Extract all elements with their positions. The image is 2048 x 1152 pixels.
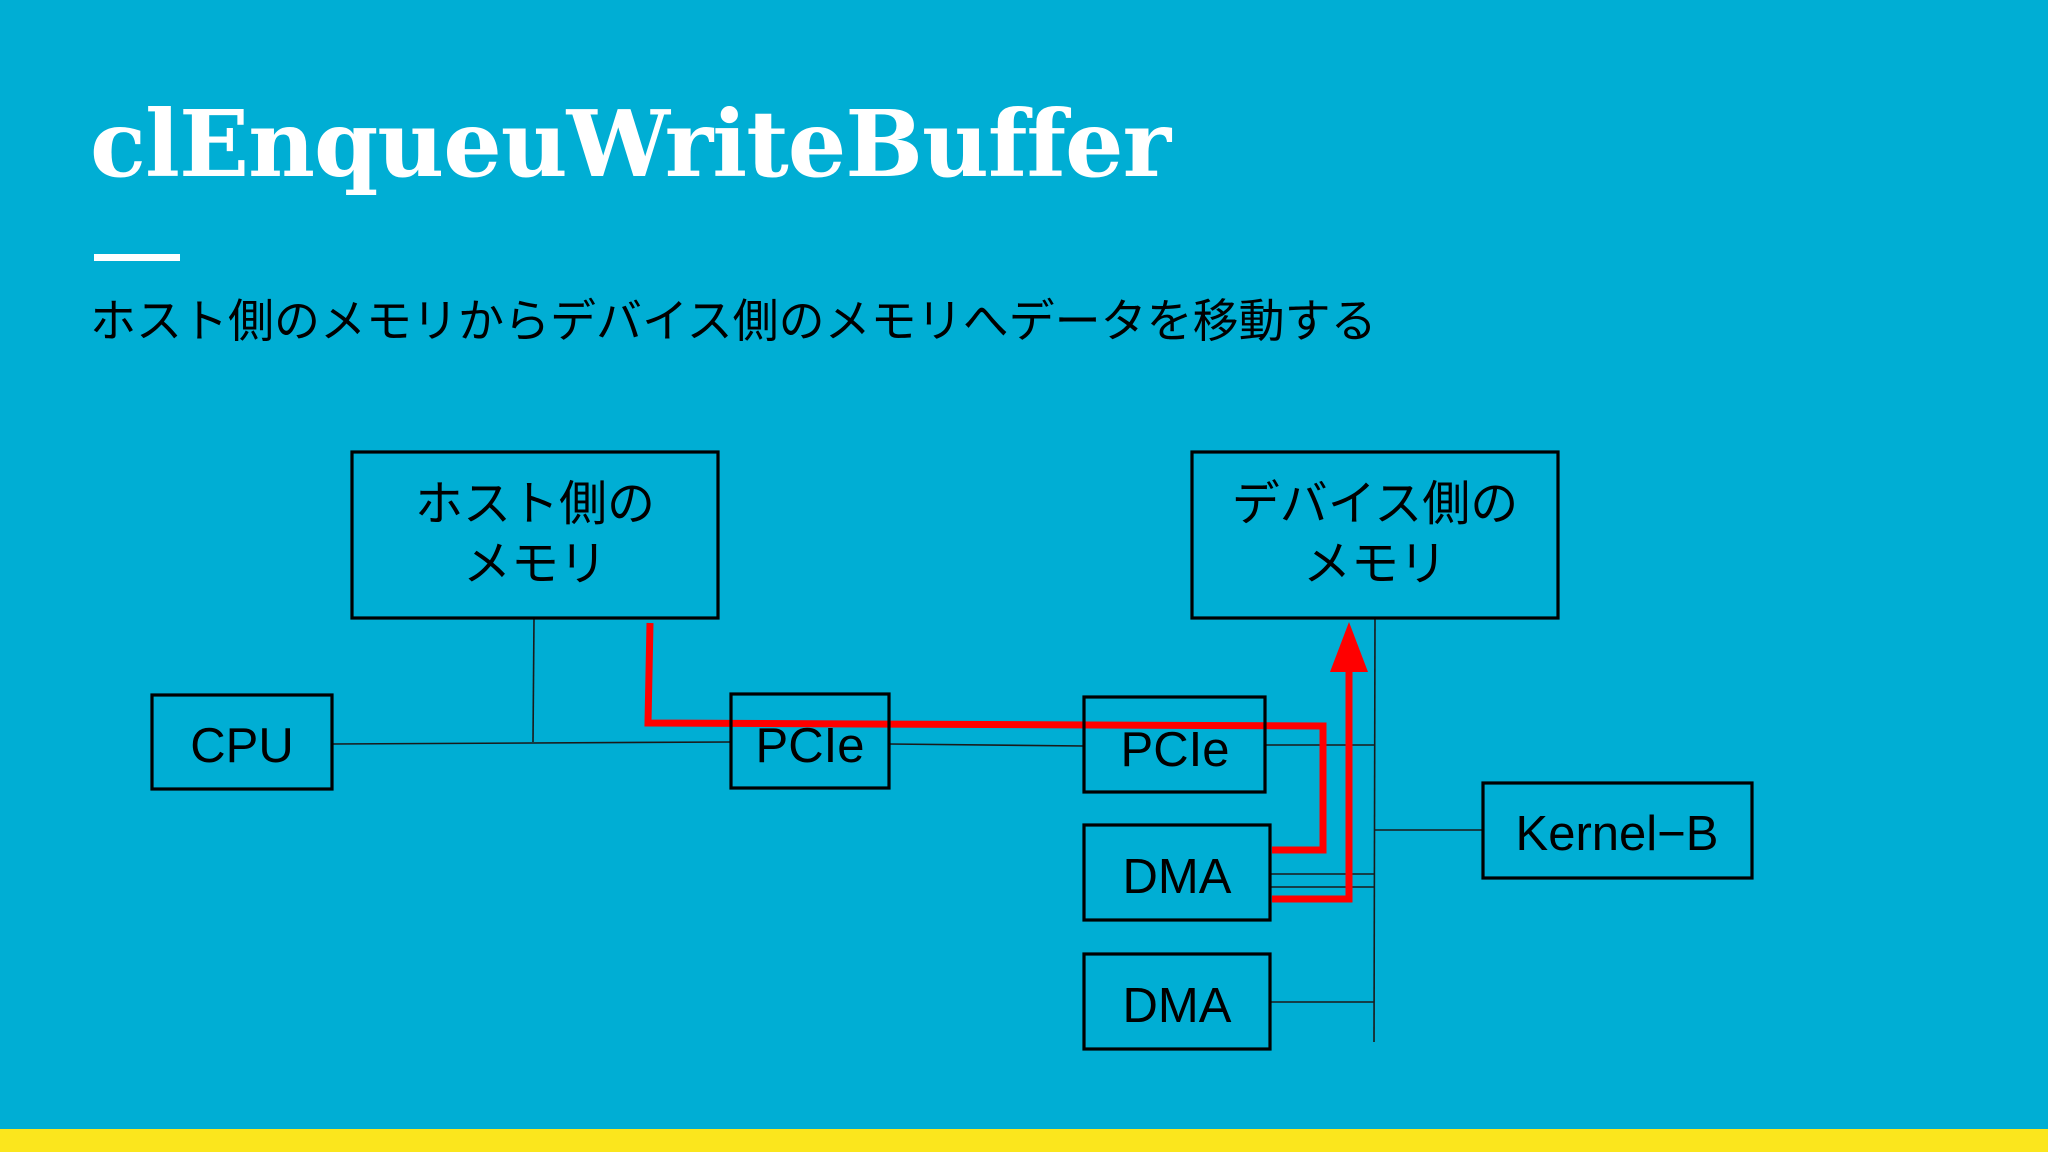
path-host-to-dma bbox=[644, 622, 1327, 854]
dma-1-label: DMA bbox=[1123, 850, 1232, 904]
device-memory-box bbox=[1190, 450, 1560, 620]
pcie-device-box bbox=[1082, 695, 1267, 794]
connector-cpu-pcie bbox=[331, 741, 732, 745]
pcie-host-label: PCIe bbox=[756, 719, 865, 773]
cpu-box bbox=[150, 693, 334, 791]
dma-2-box bbox=[1082, 952, 1272, 1051]
slide-title: clEnqueuWriteBuffer bbox=[90, 90, 1171, 198]
dma-2-label: DMA bbox=[1123, 979, 1232, 1033]
pcie-device-label: PCIe bbox=[1121, 723, 1230, 777]
node-boxes bbox=[150, 450, 1754, 1051]
dma-1-box bbox=[1082, 823, 1272, 922]
arrow-head-icon bbox=[1330, 622, 1368, 672]
connector-host-memory-bus bbox=[532, 617, 535, 743]
title-underline bbox=[94, 254, 180, 261]
kernel-b-box bbox=[1481, 781, 1754, 880]
host-memory-label-line1: ホスト側の bbox=[415, 476, 655, 532]
cpu-label: CPU bbox=[190, 719, 293, 773]
connector-lines bbox=[331, 617, 1483, 1043]
kernel-b-label: Kernel−B bbox=[1516, 807, 1719, 861]
bottom-accent-bar bbox=[0, 1129, 2048, 1152]
path-dma-to-device bbox=[1272, 664, 1353, 903]
host-memory-label-line2: メモリ bbox=[463, 536, 607, 592]
data-transfer-path bbox=[644, 622, 1353, 903]
host-memory-box bbox=[350, 450, 720, 620]
device-memory-label-line1: デバイス側の bbox=[1232, 476, 1519, 532]
connector-pcie-pcie bbox=[888, 743, 1085, 747]
device-memory-label-line2: メモリ bbox=[1303, 536, 1447, 592]
slide-subtitle: ホスト側のメモリからデバイス側のメモリへデータを移動する bbox=[90, 294, 1377, 348]
pcie-host-box bbox=[729, 692, 891, 790]
